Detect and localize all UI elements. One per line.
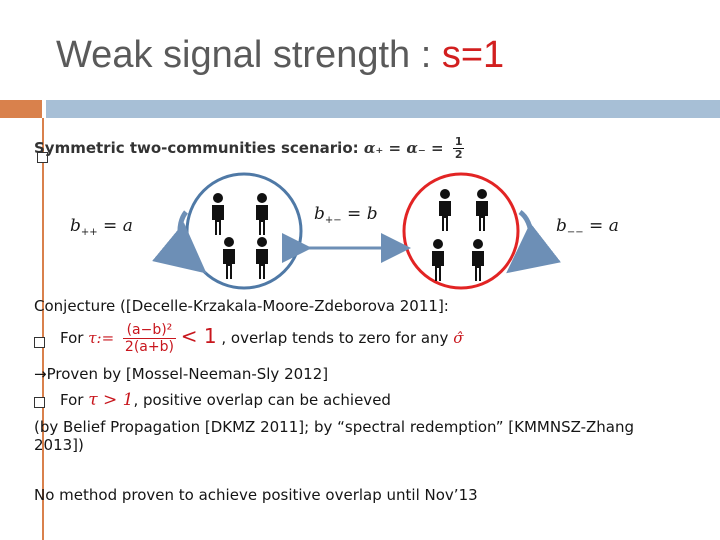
footer-text: No method proven to achieve positive ove… bbox=[34, 486, 478, 504]
conjecture-text: Conjecture ([Decelle-Krzakala-Moore-Zdeb… bbox=[34, 297, 449, 315]
label-middle-b: b bbox=[314, 204, 325, 224]
item1-sigma: σ̂ bbox=[453, 329, 464, 347]
item1-for: For bbox=[60, 329, 84, 347]
bullet-scenario bbox=[37, 152, 48, 163]
community-minus-circle bbox=[402, 172, 520, 290]
label-b-minus-minus: b−− = a bbox=[556, 216, 619, 238]
label-left-rhs: = a bbox=[97, 216, 133, 236]
proven-label: Proven by [Mossel-Neeman-Sly 2012] bbox=[46, 365, 329, 383]
label-middle-rhs: = b bbox=[341, 204, 378, 224]
title-main: Weak signal strength : bbox=[56, 34, 442, 76]
left-rule bbox=[42, 118, 44, 540]
item1-lt: < 1 bbox=[180, 324, 217, 348]
belief-line2: 2013]) bbox=[34, 436, 84, 454]
self-loop-right-arrow bbox=[506, 209, 561, 274]
belief-line1: (by Belief Propagation [DKMZ 2011]; by “… bbox=[34, 418, 635, 436]
proven-arrow: → bbox=[34, 365, 47, 383]
label-left-b: b bbox=[70, 216, 81, 236]
community-diagram bbox=[152, 172, 561, 290]
item1-frac-den: 2(a+b) bbox=[124, 339, 174, 355]
item2-for: For bbox=[60, 391, 84, 409]
bullet-item2 bbox=[34, 397, 45, 408]
scenario-formula: α₊ = α₋ = bbox=[363, 139, 444, 157]
scenario-label: Symmetric two-communities scenario: bbox=[34, 139, 359, 157]
label-right-rhs: = a bbox=[583, 216, 619, 236]
label-left-sub: ++ bbox=[80, 227, 98, 238]
community-minus-people bbox=[432, 189, 488, 281]
slide-title: Weak signal strength : s=1 bbox=[56, 34, 504, 77]
header-bar bbox=[46, 100, 720, 118]
bullet-item1 bbox=[34, 337, 45, 348]
item1-tau: τ:= bbox=[88, 329, 115, 347]
proven-text: →Proven by [Mossel-Neeman-Sly 2012] bbox=[34, 365, 328, 383]
title-highlight: s=1 bbox=[441, 34, 505, 76]
item1-rest: , overlap tends to zero for any bbox=[221, 329, 449, 347]
item1-frac-num: (a−b)² bbox=[122, 322, 176, 339]
label-b-plus-minus: b+− = b bbox=[314, 204, 378, 226]
scenario-frac-den: 2 bbox=[454, 148, 463, 161]
scenario-frac-num: 1 bbox=[452, 135, 465, 149]
label-b-plus-plus: b++ = a bbox=[70, 216, 133, 238]
community-plus-people bbox=[212, 193, 268, 279]
label-right-b: b bbox=[556, 216, 567, 236]
item2-rest: , positive overlap can be achieved bbox=[133, 391, 391, 409]
self-loop-left-arrow bbox=[152, 210, 207, 274]
item2-cond: τ > 1 bbox=[88, 390, 134, 410]
scenario-text: Symmetric two-communities scenario: α₊ =… bbox=[34, 135, 465, 161]
item2-text: For τ > 1, positive overlap can be achie… bbox=[60, 390, 391, 410]
accent-bar bbox=[0, 100, 42, 118]
label-right-sub: −− bbox=[566, 227, 584, 238]
community-plus-circle bbox=[185, 172, 303, 290]
label-middle-sub: +− bbox=[324, 215, 342, 226]
